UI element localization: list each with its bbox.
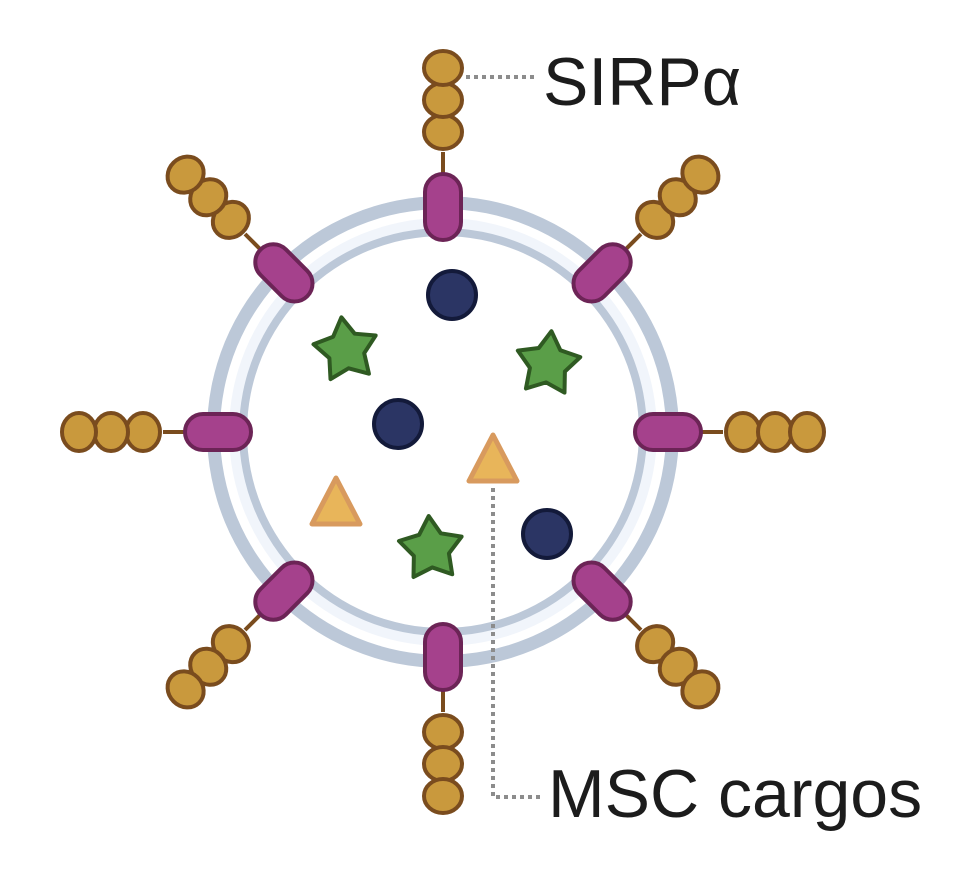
receptor-stalk xyxy=(243,613,262,632)
cargo-star xyxy=(311,315,378,382)
receptor-body xyxy=(253,242,315,304)
receptor-bead xyxy=(422,777,464,815)
receptor-bead xyxy=(756,411,794,453)
receptor-body xyxy=(571,560,633,622)
cargo-dot xyxy=(372,398,424,450)
sirpa-receptor xyxy=(633,411,826,453)
receptor-body xyxy=(423,172,463,242)
receptor-body xyxy=(571,242,633,304)
sirpa-receptor xyxy=(422,49,464,242)
receptor-body xyxy=(633,412,703,452)
receptor-bead xyxy=(724,411,762,453)
sirpa-label: SIRPα xyxy=(543,44,741,120)
receptor-stalk xyxy=(624,232,643,251)
sirpa-receptor xyxy=(165,560,315,710)
receptor-bead xyxy=(422,745,464,783)
receptor-bead xyxy=(92,411,130,453)
sirpa-receptor xyxy=(165,154,315,304)
cargo-triangle xyxy=(466,432,520,484)
receptor-bead xyxy=(422,713,464,751)
sirpa-receptor xyxy=(571,154,721,304)
cargo-dot xyxy=(521,508,573,560)
receptor-bead xyxy=(422,81,464,119)
cargo-star xyxy=(396,514,464,579)
sirpa-receptor xyxy=(60,411,253,453)
receptor-stalk xyxy=(624,613,643,632)
receptor-bead xyxy=(165,154,206,195)
cargo-star xyxy=(515,329,583,395)
cargo-triangle xyxy=(309,475,363,527)
receptor-bead xyxy=(60,411,98,453)
receptor-body xyxy=(423,622,463,692)
sirpa-receptor xyxy=(571,560,721,710)
sirpa-receptor xyxy=(422,622,464,815)
msc-cargos xyxy=(309,269,583,579)
receptor-bead xyxy=(165,669,206,710)
cargo-dot xyxy=(426,269,478,321)
msc-cargos-label: MSC cargos xyxy=(548,756,922,832)
receptor-stalk xyxy=(243,232,262,251)
receptor-bead xyxy=(788,411,826,453)
receptor-bead xyxy=(124,411,162,453)
sirpa-receptors xyxy=(60,49,826,815)
receptor-bead xyxy=(422,113,464,151)
receptor-body xyxy=(253,560,315,622)
receptor-bead xyxy=(422,49,464,87)
receptor-bead xyxy=(680,154,721,195)
receptor-body xyxy=(183,412,253,452)
receptor-bead xyxy=(680,669,721,710)
